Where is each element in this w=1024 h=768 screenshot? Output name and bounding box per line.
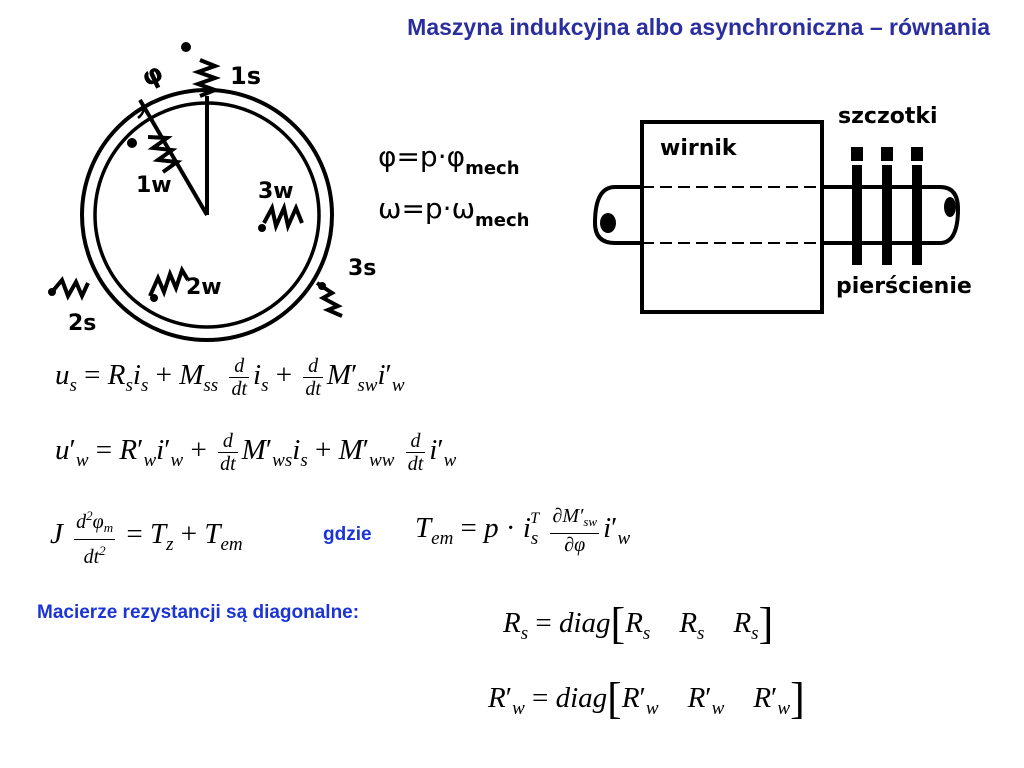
label-3w: 3w xyxy=(258,179,294,204)
label-1w: 1w xyxy=(136,173,172,198)
rotor-diagram: wirnik szczotki pierścienie xyxy=(592,104,972,314)
gdzie-label: gdzie xyxy=(323,524,372,545)
label-1s: 1s xyxy=(230,62,261,90)
winding-diagram: 1s φ 1w 3w 2w 3s 2s xyxy=(48,42,376,342)
diagonal-matrices-label: Macierze rezystancji są diagonalne: xyxy=(37,602,360,623)
label-3s: 3s xyxy=(348,256,376,281)
label-szczotki: szczotki xyxy=(838,104,938,129)
page-title: Maszyna indukcyjna albo asynchroniczna –… xyxy=(407,14,990,40)
label-2s: 2s xyxy=(68,311,96,336)
label-pierscienie: pierścienie xyxy=(836,274,972,299)
label-phi: φ xyxy=(137,58,168,94)
label-2w: 2w xyxy=(186,275,222,300)
label-wirnik: wirnik xyxy=(660,136,738,161)
omega-relation: ω=p·ωmech xyxy=(378,192,530,231)
phi-relation: φ=p·φmech xyxy=(378,140,520,179)
rotor-resistance-matrix: R′w = diag[R′w R′w R′w] xyxy=(488,674,805,723)
stator-resistance-matrix: Rs = diag[Rs Rs Rs] xyxy=(503,599,774,648)
